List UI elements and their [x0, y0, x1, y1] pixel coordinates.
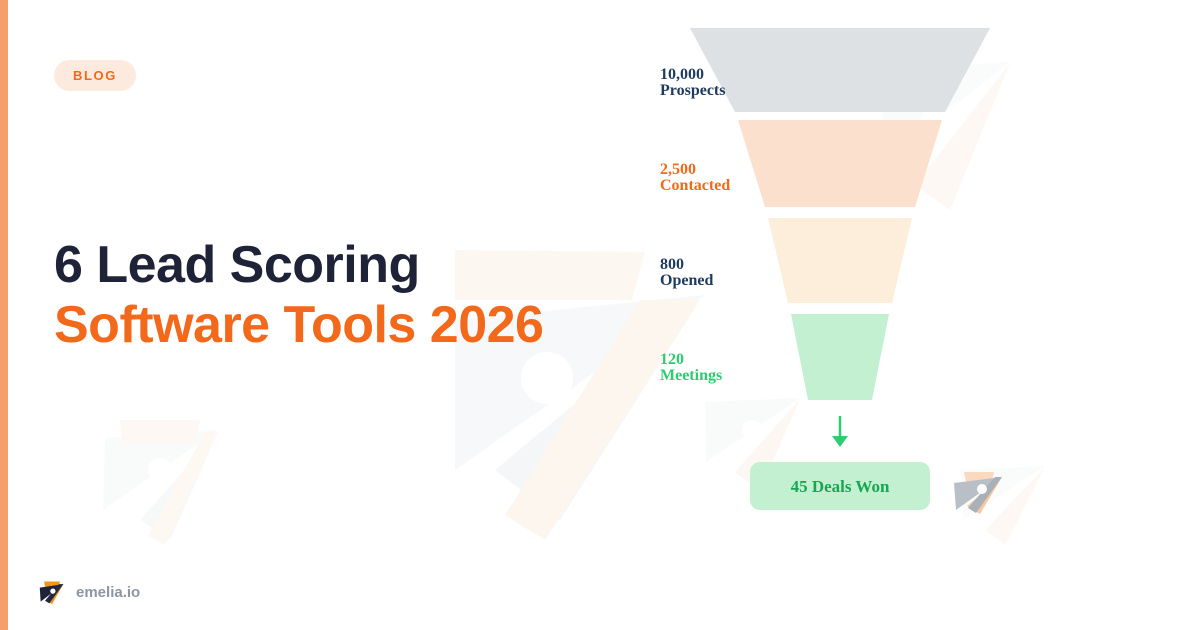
footer-brand: emelia.io — [38, 578, 140, 606]
page-title: 6 Lead Scoring Software Tools 2026 — [54, 235, 674, 355]
emelia-logo-icon — [39, 581, 64, 605]
headline-line-2: Software Tools 2026 — [54, 296, 544, 354]
down-arrow-icon — [832, 416, 848, 447]
decorative-paper-plane-icon — [954, 472, 1002, 514]
blog-badge: BLOG — [54, 60, 136, 91]
deals-won-label: 45 Deals Won — [790, 476, 890, 496]
headline-line-1: 6 Lead Scoring — [54, 236, 420, 294]
footer-brand-name: emelia.io — [76, 583, 141, 601]
left-accent-bar — [0, 0, 8, 630]
lead-funnel-chart: 10,000 Prospects 2,500 Contacted 800 Ope… — [660, 0, 1060, 630]
deals-won-pill: 45 Deals Won — [750, 462, 930, 510]
